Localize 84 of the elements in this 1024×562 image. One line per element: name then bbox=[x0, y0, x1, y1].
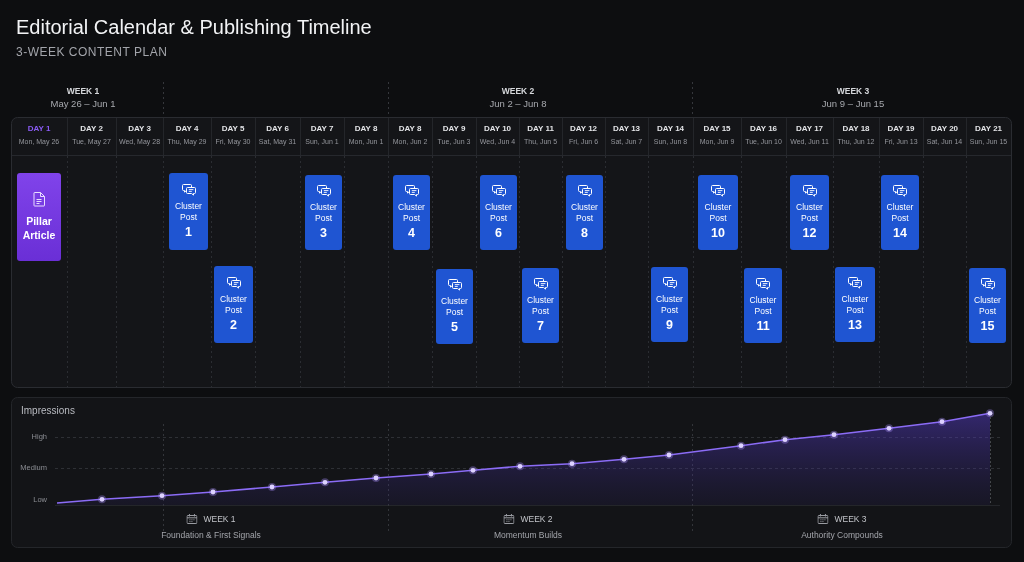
post-card bbox=[566, 175, 603, 250]
card-title: Cluster Post bbox=[526, 295, 555, 317]
post-card bbox=[651, 267, 688, 342]
day-label: DAY 8 bbox=[354, 124, 378, 134]
post-card bbox=[169, 173, 208, 250]
week-label: WEEK 2 bbox=[520, 514, 553, 525]
post-number: 14 bbox=[893, 226, 907, 240]
day-label: DAY 9 bbox=[442, 124, 466, 134]
card-title: Cluster Post bbox=[655, 294, 684, 316]
card-title: Cluster Post bbox=[570, 202, 599, 224]
post-number: 7 bbox=[537, 319, 544, 333]
day-label: DAY 3 bbox=[128, 124, 151, 134]
post-card bbox=[522, 268, 559, 343]
day-label: DAY 13 bbox=[612, 124, 641, 134]
post-number: 12 bbox=[802, 226, 817, 240]
post-card bbox=[969, 268, 1006, 343]
post-card bbox=[214, 266, 253, 343]
day-label: DAY 2 bbox=[80, 124, 103, 134]
day-label: DAY 11 bbox=[527, 124, 554, 134]
post-card bbox=[744, 268, 782, 343]
post-card bbox=[698, 175, 738, 250]
date-range: Jun 9 – Jun 15 bbox=[821, 98, 885, 110]
post-card bbox=[393, 175, 430, 250]
day-label: DAY 4 bbox=[175, 124, 199, 134]
day-label: DAY 7 bbox=[310, 124, 334, 134]
post-number: 4 bbox=[408, 226, 415, 240]
page-title: Editorial Calendar & Publishing Timeline bbox=[16, 15, 372, 39]
post-number: 10 bbox=[711, 226, 725, 240]
day-label: DAY 8 bbox=[398, 124, 422, 134]
phase-label: Momentum Builds bbox=[494, 530, 562, 541]
day-label: DAY 12 bbox=[569, 124, 598, 134]
week-label: WEEK 3 bbox=[834, 514, 867, 525]
card-title: Cluster Post bbox=[795, 202, 824, 224]
day-label: DAY 18 bbox=[842, 124, 870, 134]
day-label: DAY 19 bbox=[887, 124, 915, 134]
phase-label: Authority Compounds bbox=[801, 530, 883, 541]
day-label: DAY 1 bbox=[27, 124, 51, 134]
card-title: Cluster Post bbox=[219, 294, 248, 316]
post-number: 3 bbox=[320, 226, 327, 240]
day-label: DAY 21 bbox=[974, 124, 1003, 134]
subtitle: 3-WEEK CONTENT PLAN bbox=[16, 45, 168, 60]
week-heading: WEEK 1 bbox=[66, 86, 100, 97]
post-number: 5 bbox=[451, 320, 458, 334]
date-range: Jun 2 – Jun 8 bbox=[489, 98, 547, 110]
post-number: 15 bbox=[980, 319, 995, 333]
card-title: Pillar Article bbox=[21, 214, 57, 242]
post-number: 6 bbox=[495, 226, 502, 240]
card-title: Cluster Post bbox=[973, 295, 1002, 317]
card-title: Cluster Post bbox=[885, 202, 915, 224]
card-title: Cluster Post bbox=[748, 295, 778, 317]
post-card bbox=[305, 175, 342, 250]
post-number: 1 bbox=[185, 225, 192, 239]
week-label: WEEK 1 bbox=[203, 514, 236, 525]
post-card bbox=[436, 269, 473, 344]
card-title: Cluster Post bbox=[440, 296, 469, 318]
day-label: DAY 16 bbox=[749, 124, 778, 134]
day-label: DAY 14 bbox=[656, 124, 685, 134]
post-card bbox=[790, 175, 829, 250]
post-card bbox=[480, 175, 517, 250]
post-number: 2 bbox=[230, 318, 237, 332]
post-number: 13 bbox=[848, 318, 862, 332]
post-card bbox=[881, 175, 919, 250]
card-title: Cluster Post bbox=[703, 202, 733, 224]
date-range: May 26 – Jun 1 bbox=[50, 98, 116, 110]
day-label: DAY 5 bbox=[221, 124, 245, 134]
card-title: Cluster Post bbox=[397, 202, 426, 224]
day-label: DAY 10 bbox=[483, 124, 512, 134]
phase-label: Foundation & First Signals bbox=[161, 530, 261, 541]
week-heading: WEEK 2 bbox=[501, 86, 535, 97]
post-number: 11 bbox=[756, 319, 770, 333]
pillar-card bbox=[17, 173, 61, 261]
post-number: 9 bbox=[666, 318, 673, 332]
post-number: 8 bbox=[581, 226, 588, 240]
day-label: DAY 20 bbox=[930, 124, 959, 134]
card-title: Cluster Post bbox=[840, 294, 870, 316]
post-card bbox=[835, 267, 875, 342]
day-label: DAY 6 bbox=[266, 124, 289, 134]
card-title: Cluster Post bbox=[309, 202, 338, 224]
chart-title: Impressions bbox=[21, 405, 75, 417]
card-title: Cluster Post bbox=[484, 202, 513, 224]
card-title: Cluster Post bbox=[174, 201, 203, 223]
day-label: DAY 17 bbox=[795, 124, 824, 134]
day-label: DAY 15 bbox=[703, 124, 731, 134]
week-heading: WEEK 3 bbox=[836, 86, 870, 97]
